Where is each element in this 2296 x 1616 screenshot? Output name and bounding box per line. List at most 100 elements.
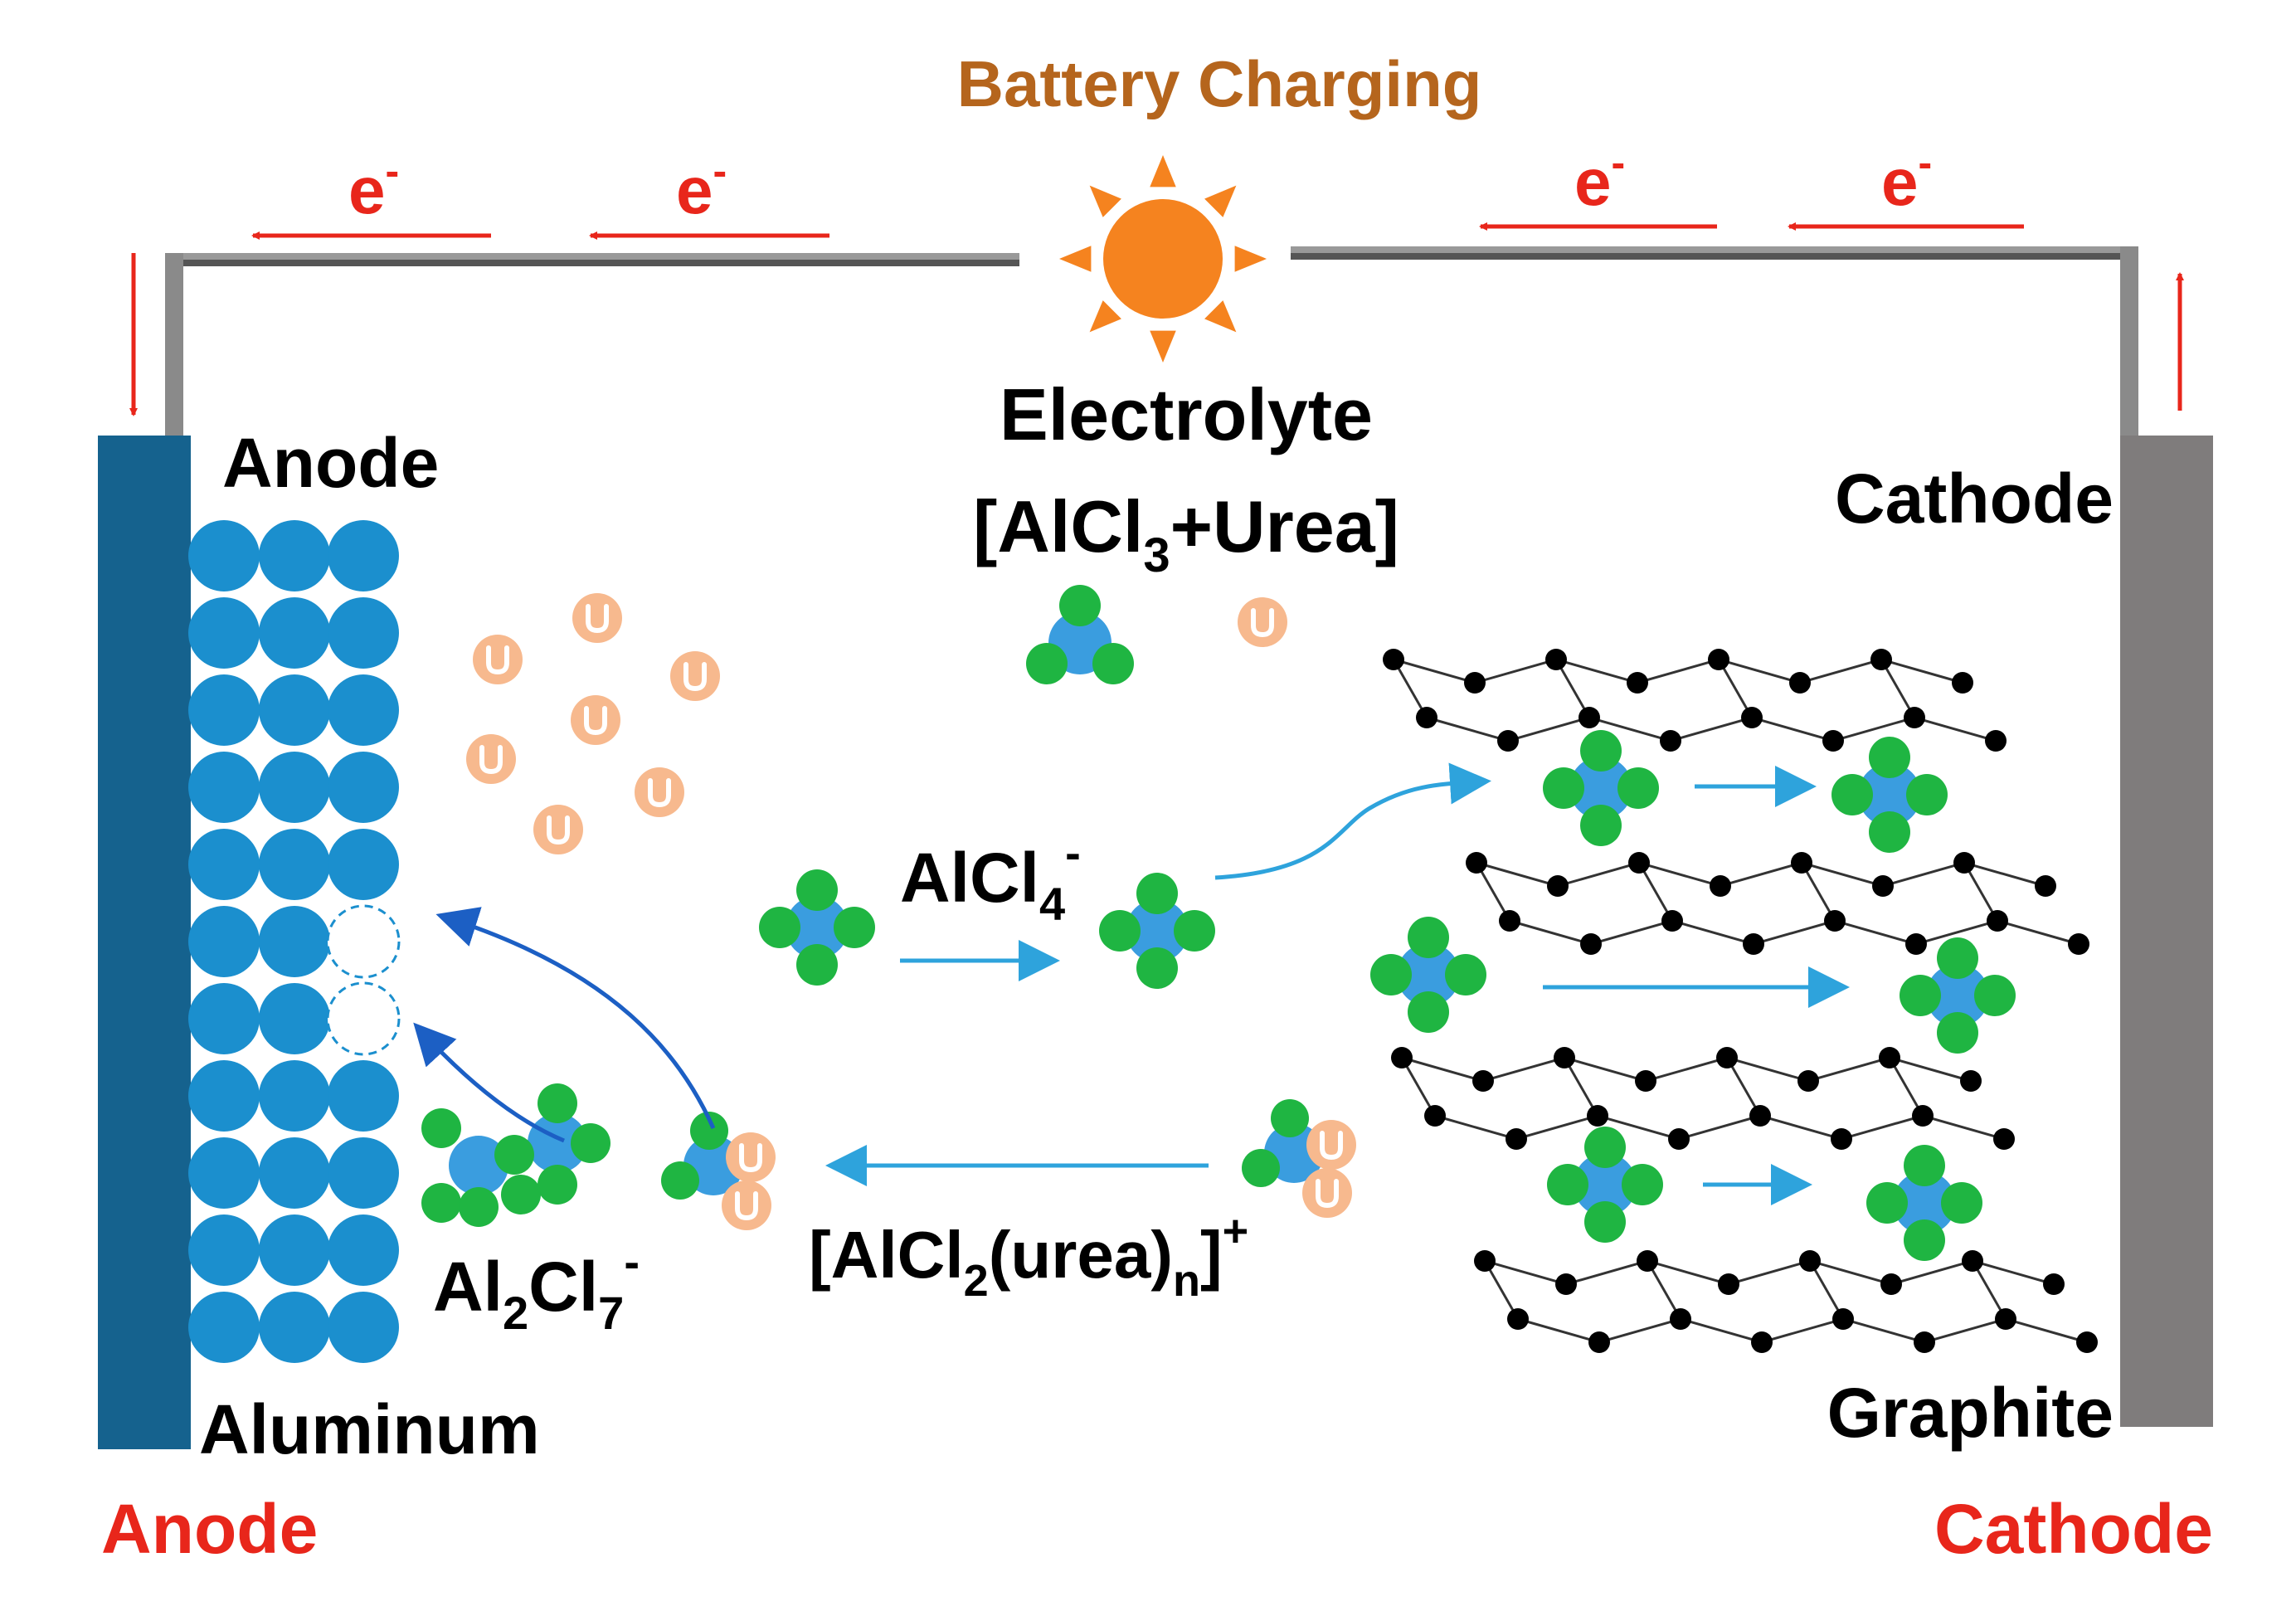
aluminum-atom [259,1292,330,1363]
carbon-atom [1547,875,1569,897]
aluminum-atom [259,1060,330,1132]
sun-ray [1089,300,1121,333]
carbon-atom [1960,1070,1982,1092]
carbon-atom [1741,707,1763,728]
urea-molecule [572,593,622,643]
carbon-atom [2035,875,2056,897]
aluminum-atom [188,829,260,900]
alcl3-molecule [1026,585,1134,684]
sun-ray [1234,246,1267,272]
urea-molecule [533,805,583,854]
carbon-atom [1383,649,1404,670]
electron-arrows [251,222,2024,240]
carbon-atom [1474,1250,1496,1272]
carbon-atom [1912,1105,1934,1127]
urea-molecule [670,651,720,701]
carbon-atom [1466,852,1487,874]
vacancy-site [326,904,401,979]
alcl2-urea-complex [1242,1099,1356,1218]
carbon-atom [1580,933,1602,955]
carbon-atom [1995,1308,2016,1330]
carbon-atom [1637,1250,1658,1272]
carbon-atom [1880,1273,1902,1295]
graphite-sheet [1383,649,2007,752]
carbon-atom [1472,1070,1494,1092]
carbon-atom [1507,1308,1529,1330]
urea-molecule [722,1180,771,1230]
alcl4-ion [1866,1145,1982,1261]
urea-molecules [466,593,1287,854]
carbon-atom [1832,1308,1854,1330]
urea-molecule [1306,1120,1356,1170]
carbon-atom [1587,1105,1608,1127]
deposition-arrow-1 [435,907,716,1130]
carbon-atom [1661,910,1683,932]
aluminum-label: Aluminum [199,1390,540,1468]
aluminum-atom [259,829,330,900]
sun-ray [1150,155,1176,187]
anode-plate [98,436,191,1449]
alcl4-ion [1370,917,1486,1033]
carbon-atom [1555,1273,1577,1295]
al2cl7-label: Al2Cl7- [433,1235,640,1339]
aluminum-atom [188,1292,260,1363]
urea-molecule [1302,1168,1352,1218]
urea-molecule [466,734,516,784]
aluminum-atom [328,597,399,669]
aluminum-atom [259,752,330,823]
carbon-atom [1424,1105,1446,1127]
aluminum-atom [328,1214,399,1286]
alcl4-ion [1831,737,1948,853]
electrolyte-formula: [AlCl3+Urea] [973,485,1399,582]
aluminum-atom [328,829,399,900]
alcl2-urea-complex [661,1112,776,1230]
deposition-arrow-2 [413,1022,565,1143]
anode-bottom-label: Anode [101,1490,318,1568]
aluminum-atom [259,1137,330,1209]
graphite-sheet [1474,1250,2098,1353]
carbon-atom [1554,1047,1575,1068]
graphite-sheet [1391,1047,2015,1150]
alcl4-ion [1900,937,2016,1054]
aluminum-atom [328,674,399,746]
electron-label-3: e- [1574,139,1625,219]
aluminum-anode-atoms [188,520,401,1363]
urea-molecule [726,1132,776,1182]
carbon-atom [1627,672,1648,694]
aluminum-atom [188,1214,260,1286]
carbon-atom [1708,649,1729,670]
carbon-atom [1987,910,2008,932]
carbon-atom [1506,1128,1527,1150]
carbon-atom [2076,1331,2098,1353]
diagram-title: Battery Charging [957,47,1482,120]
alcl4-label: AlCl4- [900,826,1081,930]
carbon-atom [1718,1273,1739,1295]
sun-ray [1150,330,1176,363]
alcl4-ion [1547,1127,1663,1243]
carbon-atom [1872,875,1894,897]
sun-icon [1059,155,1267,363]
carbon-atom [1545,649,1567,670]
carbon-atom [1953,852,1975,874]
carbon-atom [1743,933,1764,955]
aluminum-atom [188,674,260,746]
aluminum-atom [188,983,260,1054]
aluminum-atom [328,752,399,823]
aluminum-atom [328,1292,399,1363]
aluminum-atom [328,520,399,591]
graphite-layers [1383,649,2098,1353]
electron-label-2: e- [676,148,727,227]
electron-label-4: e- [1881,139,1932,219]
carbon-atom [1751,1331,1773,1353]
carbon-atom [1824,910,1846,932]
carbon-atom [1870,649,1892,670]
cathode-bottom-label: Cathode [1934,1490,2213,1568]
sun-ray [1089,185,1121,217]
aluminum-atom [259,906,330,977]
graphite-sheet [1466,852,2089,955]
carbon-atom [1660,730,1681,752]
carbon-atom [1578,707,1600,728]
complex-cation-label: [AlCl2(urea)n]+ [809,1206,1248,1306]
sun-ray [1059,246,1092,272]
